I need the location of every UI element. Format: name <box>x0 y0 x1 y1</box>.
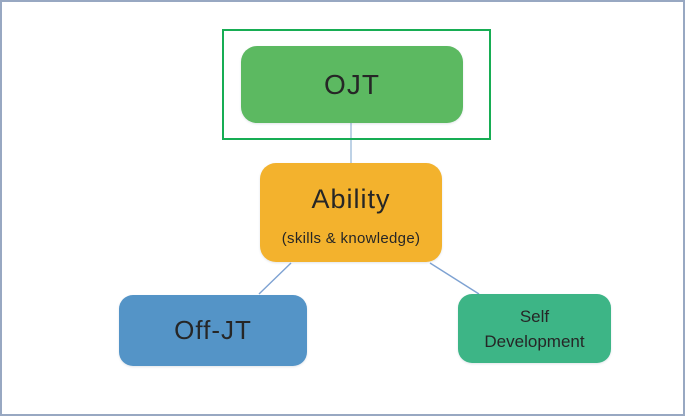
node-self-development-label: Self Development <box>484 306 585 351</box>
connector-ability-to-selfdev <box>429 262 480 295</box>
node-ability-label: Ability <box>311 184 391 214</box>
node-ability: Ability (skills & knowledge) <box>260 163 442 262</box>
node-ojt-label: OJT <box>324 68 380 100</box>
node-ability-sublabel: (skills & knowledge) <box>281 230 421 247</box>
node-ojt: OJT <box>241 46 463 123</box>
ojt-highlight-frame <box>222 29 491 140</box>
connector-ability-to-offjt <box>258 262 292 295</box>
node-self-development: Self Development <box>458 294 611 363</box>
node-off-jt: Off-JT <box>119 295 307 366</box>
node-off-jt-label: Off-JT <box>174 315 252 345</box>
